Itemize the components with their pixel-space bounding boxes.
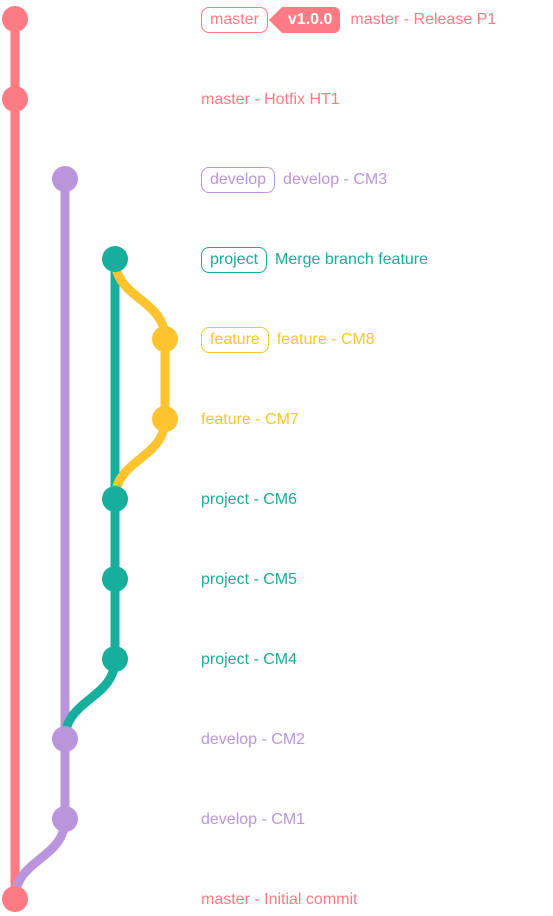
commit-node-c6[interactable] — [152, 406, 178, 432]
commit-row-hotfix-ht1[interactable]: master - Hotfix HT1 — [201, 85, 340, 115]
branch-tag-master[interactable]: master — [201, 7, 268, 33]
commit-message: master - Release P1 — [350, 11, 497, 28]
commit-row-feature-cm7[interactable]: feature - CM7 — [201, 405, 299, 435]
edge-feature-fork — [110, 414, 170, 504]
commit-row-initial-commit[interactable]: master - Initial commit — [201, 885, 357, 915]
edge-develop-fork — [10, 814, 70, 904]
commit-row-project-cm5[interactable]: project - CM5 — [201, 565, 297, 595]
commit-message: develop - CM2 — [201, 731, 306, 748]
branch-tag-develop[interactable]: develop — [201, 167, 276, 193]
commit-node-c12[interactable] — [2, 886, 28, 912]
commit-node-c11[interactable] — [52, 806, 78, 832]
commit-row-develop-cm1[interactable]: develop - CM1 — [201, 805, 305, 835]
edge-feature-merge — [110, 254, 170, 344]
commit-message: develop - CM3 — [283, 171, 388, 188]
edge-project-fork — [60, 654, 120, 744]
commit-node-c4[interactable] — [102, 246, 128, 272]
commit-message: project - CM4 — [201, 651, 298, 668]
commit-node-c7[interactable] — [102, 486, 128, 512]
commit-row-project-cm6[interactable]: project - CM6 — [201, 485, 297, 515]
commit-row-develop-cm3[interactable]: develop develop - CM3 — [201, 165, 387, 195]
commit-row-project-cm4[interactable]: project - CM4 — [201, 645, 297, 675]
commit-row-release-p1[interactable]: master v1.0.0 master - Release P1 — [201, 5, 496, 35]
commit-node-c10[interactable] — [52, 726, 78, 752]
commit-node-c8[interactable] — [102, 566, 128, 592]
commit-message: master - Initial commit — [201, 891, 358, 908]
commit-node-c5[interactable] — [152, 326, 178, 352]
commit-message: feature - CM7 — [201, 411, 299, 428]
version-tag[interactable]: v1.0.0 — [268, 7, 341, 33]
commit-message: project - CM5 — [201, 571, 298, 588]
commit-message: develop - CM1 — [201, 811, 306, 828]
commit-row-feature-cm8[interactable]: feature feature - CM8 — [201, 325, 375, 355]
commit-node-c2[interactable] — [2, 86, 28, 112]
branch-tag-feature[interactable]: feature — [201, 327, 269, 353]
commit-message: master - Hotfix HT1 — [201, 91, 340, 108]
commit-row-develop-cm2[interactable]: develop - CM2 — [201, 725, 305, 755]
commit-node-c1[interactable] — [2, 6, 28, 32]
commit-message: feature - CM8 — [276, 331, 375, 348]
commit-row-merge-feature[interactable]: project Merge branch feature — [201, 245, 428, 275]
commit-message: Merge branch feature — [275, 251, 429, 268]
commit-message: project - CM6 — [201, 491, 298, 508]
commit-node-c9[interactable] — [102, 646, 128, 672]
commit-node-c3[interactable] — [52, 166, 78, 192]
branch-tag-project[interactable]: project — [201, 247, 268, 273]
